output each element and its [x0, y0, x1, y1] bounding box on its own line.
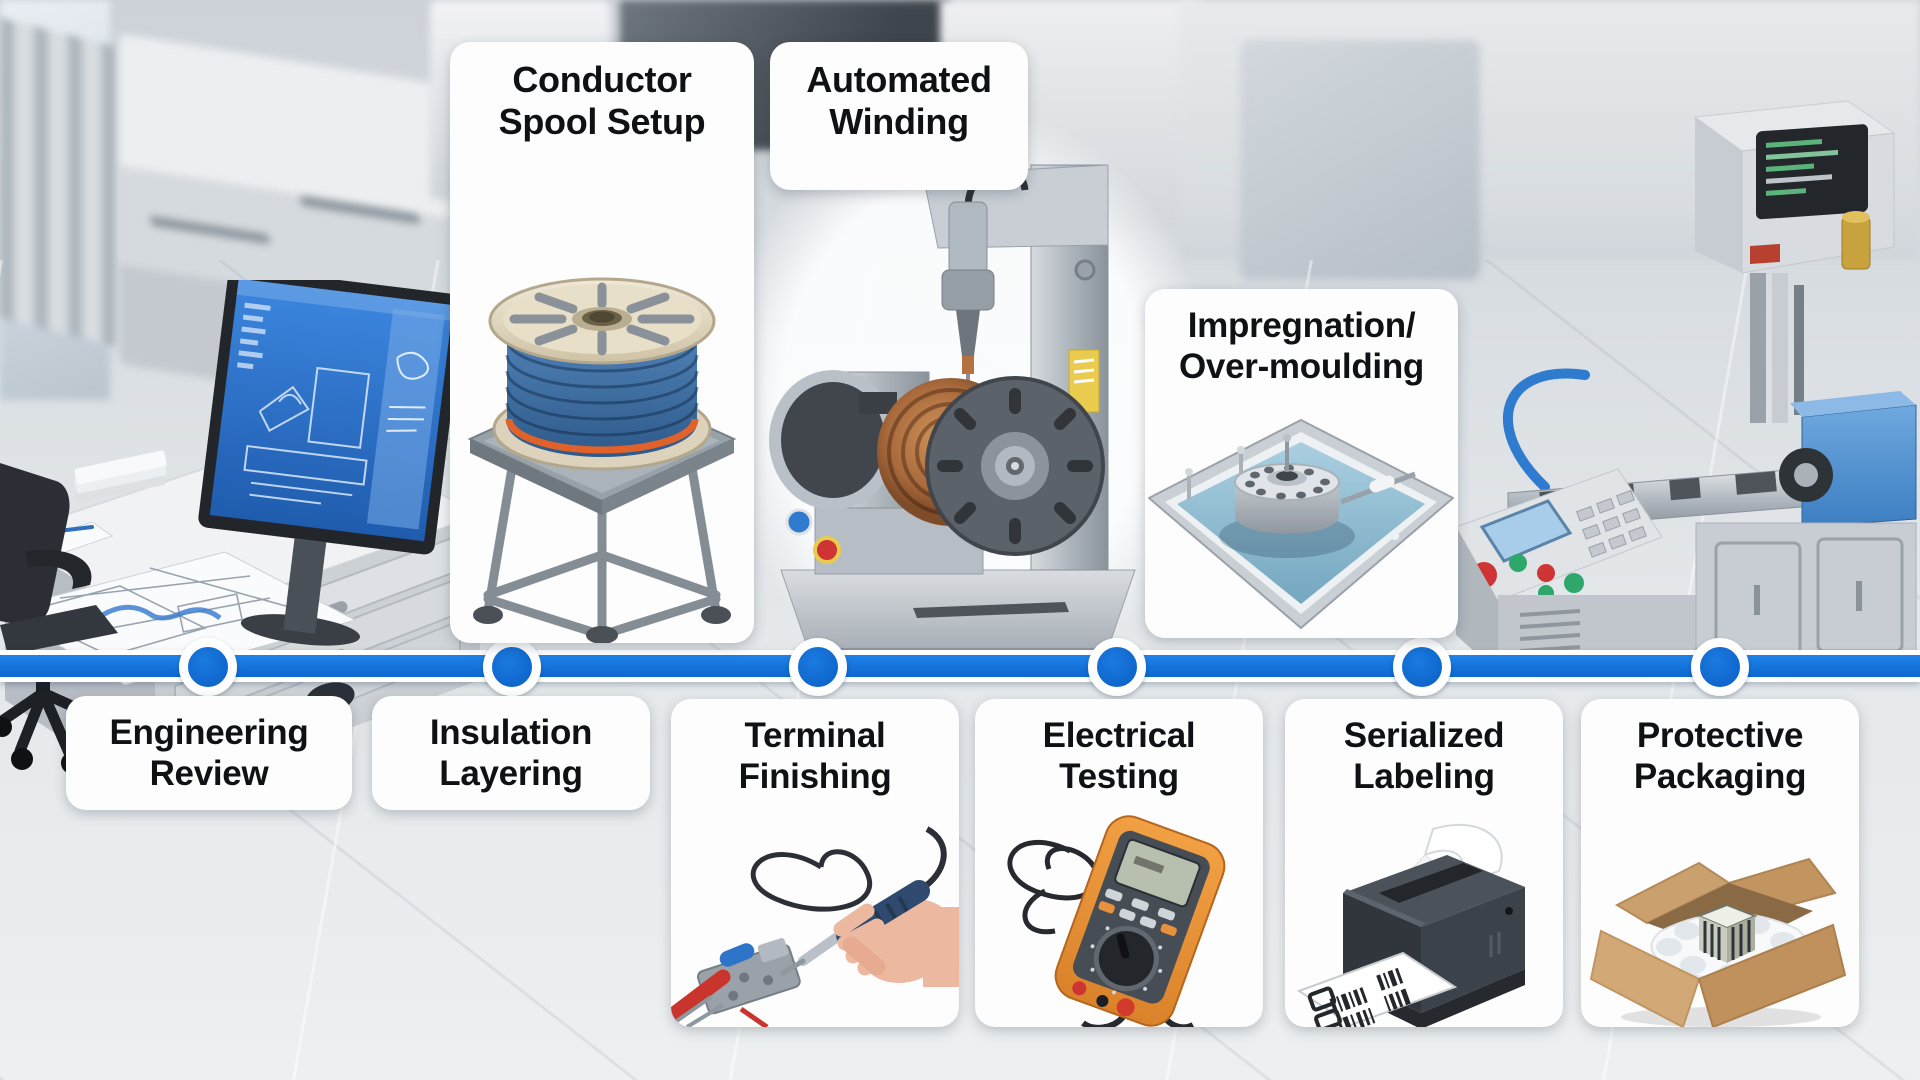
background-machine-silhouette	[1240, 40, 1480, 280]
stage-title-line: Spool Setup	[498, 100, 706, 142]
stage-card-automated-winding: Automated Winding	[770, 42, 1028, 190]
stage-title-line: Electrical	[1042, 716, 1196, 755]
stage-title-line: Over-moulding	[1179, 346, 1424, 386]
cable-spool-illustration	[467, 277, 737, 643]
stage-card-engineering-review: Engineering Review	[66, 696, 352, 810]
impregnation-tank-illustration	[1148, 419, 1454, 629]
assembly-machine-scene	[1455, 100, 1917, 675]
stage-title: Terminal Finishing	[671, 699, 959, 797]
office-chair-silhouette	[0, 463, 118, 774]
stage-title-line: Serialized	[1343, 716, 1505, 755]
stage-card-protective-packaging: Protective Packaging	[1581, 699, 1859, 1027]
timeline-node	[1691, 638, 1749, 696]
stage-title: Electrical Testing	[975, 699, 1263, 797]
stage-card-serialized-labeling: Serialized Labeling	[1285, 699, 1563, 1027]
stage-title-line: Insulation	[429, 713, 593, 752]
stage-title: Protective Packaging	[1581, 699, 1859, 797]
stage-title-line: Protective	[1636, 716, 1804, 755]
foam-packed-box-illustration	[1589, 857, 1847, 1027]
timeline-bar	[0, 650, 1920, 682]
stage-title-line: Terminal	[744, 716, 886, 755]
stage-title-line: Labeling	[1353, 756, 1495, 796]
paper-stack	[74, 450, 167, 503]
timeline-node	[1393, 638, 1451, 696]
timeline-node	[483, 638, 541, 696]
stage-title: Serialized Labeling	[1285, 699, 1563, 797]
stage-card-impregnation-over-moulding: Impregnation/ Over-moulding	[1145, 289, 1458, 638]
stage-title-line: Engineering	[109, 713, 309, 752]
stage-card-electrical-testing: Electrical Testing	[975, 699, 1263, 1027]
stage-title-line: Testing	[1059, 756, 1179, 796]
stage-title: Insulation Layering	[372, 696, 650, 794]
stage-card-terminal-finishing: Terminal Finishing	[671, 699, 959, 1027]
coil-winding-machine-scene	[769, 164, 1136, 665]
stage-title-line: Automated	[806, 59, 992, 100]
timeline-node	[179, 638, 237, 696]
stage-card-insulation-layering: Insulation Layering	[372, 696, 650, 810]
stage-title-line: Conductor	[512, 59, 692, 100]
timeline-node	[1088, 638, 1146, 696]
stage-title-line: Packaging	[1633, 756, 1807, 796]
stage-card-conductor-spool-setup: Conductor Spool Setup	[450, 42, 754, 643]
stage-title: Automated Winding	[770, 42, 1028, 143]
label-printer-illustration	[1296, 824, 1525, 1027]
stage-title-line: Impregnation/	[1187, 306, 1416, 345]
stage-title-line: Finishing	[738, 756, 892, 796]
stage-title: Impregnation/ Over-moulding	[1145, 289, 1458, 387]
cad-monitor	[198, 280, 465, 646]
stage-title-line: Review	[149, 753, 269, 793]
stage-title: Engineering Review	[66, 696, 352, 794]
stage-title-line: Layering	[439, 753, 583, 793]
multimeter-illustration	[1007, 815, 1226, 1027]
stage-title: Conductor Spool Setup	[450, 42, 754, 143]
timeline-node	[789, 638, 847, 696]
stage-title-line: Winding	[829, 100, 969, 142]
soldering-hand-illustration	[671, 826, 959, 1027]
